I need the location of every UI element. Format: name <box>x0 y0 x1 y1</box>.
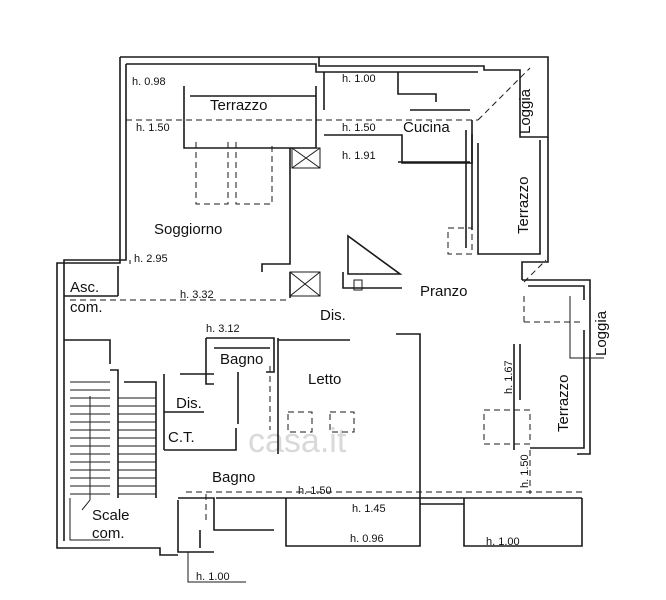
room-terrazzo-top: Terrazzo <box>210 97 268 114</box>
height-label: h. 1.00 <box>486 536 520 548</box>
height-label: h. 1.00 <box>342 73 376 85</box>
dashed-lines <box>70 67 584 524</box>
room-dis-center: Dis. <box>320 307 346 324</box>
height-label: h. 1.91 <box>342 150 376 162</box>
room-labels: Terrazzo Cucina Loggia Terrazzo Soggiorn… <box>70 88 610 542</box>
room-loggia-right: Loggia <box>593 310 610 356</box>
height-label: h. 1.50 <box>342 122 376 134</box>
height-label: h. 0.96 <box>350 533 384 545</box>
room-loggia-top: Loggia <box>517 88 534 134</box>
stairs <box>69 381 156 541</box>
room-dis-small: Dis. <box>176 395 202 412</box>
room-pranzo: Pranzo <box>420 283 468 300</box>
height-label: h. 3.12 <box>206 323 240 335</box>
room-asc-line1: Asc. <box>70 279 99 296</box>
height-label: h. 1.00 <box>196 571 230 583</box>
room-ct: C.T. <box>168 429 195 446</box>
room-asc-line2: com. <box>70 299 103 316</box>
shafts <box>289 147 363 297</box>
room-scale-line2: com. <box>92 525 125 542</box>
height-label: h. 3.32 <box>180 289 214 301</box>
height-label: h. 1.50 <box>136 122 170 134</box>
room-cucina: Cucina <box>403 119 450 136</box>
room-soggiorno: Soggiorno <box>154 221 222 238</box>
room-bagno-2: Bagno <box>212 469 255 486</box>
room-terrazzo-right-top: Terrazzo <box>515 176 532 234</box>
room-scale-line1: Scale <box>92 507 130 524</box>
room-letto: Letto <box>308 371 341 388</box>
height-label: h. 1.50 <box>519 454 531 488</box>
watermark: casa.it <box>248 422 347 460</box>
height-label: h. 2.95 <box>134 253 168 265</box>
height-label: h. 1.50 <box>298 485 332 497</box>
height-label: h. 0.98 <box>132 76 166 88</box>
interior-walls <box>64 72 521 548</box>
room-terrazzo-right-bottom: Terrazzo <box>555 374 572 432</box>
leader-lines <box>187 296 604 583</box>
height-label: h. 1.45 <box>352 503 386 515</box>
outer-walls <box>56 56 591 556</box>
height-labels: h. 0.98 h. 1.00 h. 1.50 h. 1.50 h. 1.91 … <box>132 73 531 583</box>
height-label: h. 1.67 <box>503 360 515 394</box>
room-bagno-1: Bagno <box>220 351 263 368</box>
